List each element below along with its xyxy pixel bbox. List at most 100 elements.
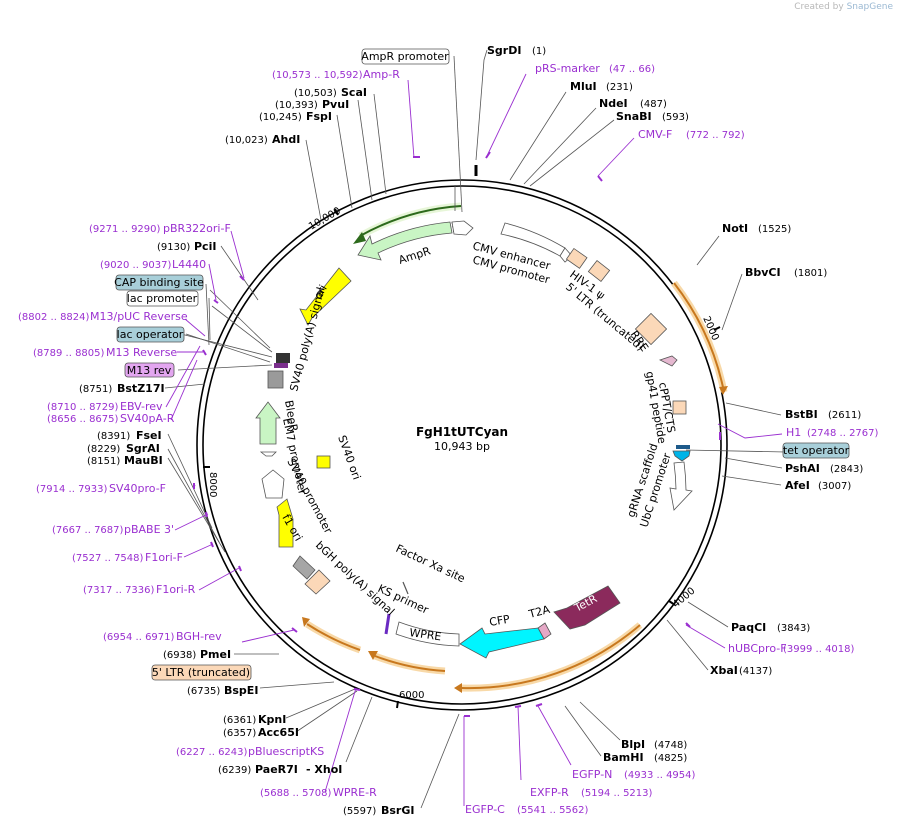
svg-text:(8802 .. 8824): (8802 .. 8824) (18, 312, 90, 323)
enzyme-scai: ScaI (341, 86, 367, 99)
gp41-marker (658, 355, 678, 367)
svg-text:(10,023): (10,023) (225, 135, 268, 146)
primer-hubcpro-f: hUBCpro-F (728, 642, 787, 655)
primer-pbr322ori-f: pBR322ori-F (163, 222, 231, 235)
sv40-ori-box (316, 455, 331, 469)
enzyme-afei: AfeI (785, 479, 810, 492)
svg-text:(6239): (6239) (218, 765, 251, 776)
svg-text:(6735): (6735) (187, 686, 220, 697)
sv40-pa-box (267, 370, 284, 389)
svg-text:(8656 .. 8675): (8656 .. 8675) (47, 414, 119, 425)
primer-ebv-rev: EBV-rev (120, 400, 163, 413)
svg-text:(9130): (9130) (157, 242, 190, 253)
svg-text:(3999 .. 4018): (3999 .. 4018) (783, 644, 855, 655)
primer-f1ori-r: F1ori-R (156, 583, 196, 596)
ks-primer-bar (384, 613, 391, 635)
sv40-promoter-arrow (261, 469, 285, 499)
svg-text:(2611): (2611) (828, 410, 861, 421)
cppt-box (672, 400, 687, 415)
svg-text:(10,245): (10,245) (259, 112, 302, 123)
svg-text:(5194 .. 5213): (5194 .. 5213) (581, 788, 653, 799)
primer-egfp-n: EGFP-N (572, 768, 612, 781)
enzyme-bstz17i: BstZ17I (117, 382, 165, 395)
label-tet-operator: tet operator (783, 444, 850, 457)
label-lac-promoter: lac promoter (127, 292, 198, 305)
svg-text:(5597): (5597) (343, 806, 376, 817)
svg-text:(6227 .. 6243): (6227 .. 6243) (176, 747, 248, 758)
enzyme-kpni: KpnI (258, 713, 286, 726)
svg-text:(5541 .. 5562): (5541 .. 5562) (517, 805, 589, 816)
enzyme-bstbi: BstBI (785, 408, 818, 421)
svg-text:(5688 .. 5708): (5688 .. 5708) (260, 788, 332, 799)
enzyme-bsrgi: BsrGI (381, 804, 414, 817)
primer-pbluescriptks: pBluescriptKS (248, 745, 324, 758)
primer-pbabe3: pBABE 3' (124, 523, 174, 536)
primer-egfp-c: EGFP-C (465, 803, 505, 816)
svg-text:(8789 .. 8805): (8789 .. 8805) (33, 348, 105, 359)
ori-label: ori (311, 283, 329, 302)
primer-labels: (10,573 .. 10,592) Amp-R pRS-marker (47 … (18, 62, 879, 816)
svg-text:(10,573 .. 10,592): (10,573 .. 10,592) (272, 70, 363, 81)
svg-text:(8391): (8391) (97, 431, 130, 442)
primer-f1ori-f: F1ori-F (145, 551, 183, 564)
sv40-pa-label: SV40 poly(A) signal (287, 286, 327, 393)
primer-bgh-rev: BGH-rev (176, 630, 222, 643)
bleor-arrow (255, 401, 281, 445)
svg-text:(6938): (6938) (163, 650, 196, 661)
enzyme-pvui: PvuI (322, 98, 349, 111)
backbone-circle (196, 179, 728, 711)
label-ampr-promoter: AmpR promoter (361, 50, 449, 63)
svg-text:(8751): (8751) (79, 384, 112, 395)
primer-m13-puc-reverse: M13/pUC Reverse (90, 310, 188, 323)
svg-text:(8151): (8151) (87, 456, 120, 467)
svg-text:(6954 .. 6971): (6954 .. 6971) (103, 632, 175, 643)
cfp-arrow (459, 627, 545, 659)
boxed-labels: AmpR promoter CAP binding site lac promo… (114, 48, 850, 681)
svg-text:(487): (487) (640, 99, 667, 110)
svg-text:(4748): (4748) (654, 740, 687, 751)
enzyme-xhoi: - XhoI (306, 763, 342, 776)
cfp-label: CFP (488, 613, 511, 629)
enzyme-snabi: SnaBI (616, 110, 652, 123)
ori-arrow (299, 267, 352, 326)
primer-wpre-r: WPRE-R (333, 786, 377, 799)
orange-arcs (302, 202, 728, 693)
svg-text:(772 .. 792): (772 .. 792) (686, 130, 745, 141)
svg-text:(47 .. 66): (47 .. 66) (609, 64, 655, 75)
plasmid-length: 10,943 bp (434, 440, 490, 453)
enzyme-blpi: BlpI (621, 738, 645, 751)
tick-label-6000: 6000 (399, 690, 424, 701)
primer-cmv-f: CMV-F (638, 128, 672, 141)
enzyme-paqci: PaqCI (731, 621, 766, 634)
enzyme-paer7i: PaeR7I (255, 763, 298, 776)
enzyme-fsei: FseI (136, 429, 162, 442)
primer-sv40pa-r: SV40pA-R (120, 412, 175, 425)
bleor-label: BleoR (282, 399, 300, 433)
svg-text:(8710 .. 8729): (8710 .. 8729) (47, 402, 119, 413)
tetr-arrow (553, 585, 621, 630)
enzyme-fspi: FspI (306, 110, 332, 123)
bgh-grey-box (292, 555, 316, 580)
enzyme-bspei: BspEI (224, 684, 258, 697)
hiv-psi-box (565, 247, 588, 269)
svg-text:(8229): (8229) (87, 444, 120, 455)
ubc-promoter-arrow (669, 461, 693, 511)
enzyme-bbvci: BbvCI (745, 266, 781, 279)
enzyme-labels: SgrDI (1) MluI (231) NdeI (487) SnaBI (5… (79, 44, 863, 817)
primer-leaders (165, 73, 783, 806)
svg-text:(7667 .. 7687): (7667 .. 7687) (52, 525, 124, 536)
primer-m13-reverse: M13 Reverse (106, 346, 177, 359)
svg-text:(4137): (4137) (739, 666, 772, 677)
enzyme-ahdi: AhdI (272, 133, 300, 146)
svg-text:(9020 .. 9037): (9020 .. 9037) (100, 260, 172, 271)
primer-markers (193, 151, 721, 717)
label-m13-rev: M13 rev (127, 364, 172, 377)
m13-small-box (274, 363, 288, 368)
ampr-arrow (357, 221, 453, 261)
sv40-ori-label: SV40 ori (335, 434, 363, 482)
svg-text:(1801): (1801) (794, 268, 827, 279)
enzyme-noti: NotI (722, 222, 748, 235)
svg-text:(10,503): (10,503) (294, 88, 337, 99)
enzyme-pcii: PciI (194, 240, 216, 253)
